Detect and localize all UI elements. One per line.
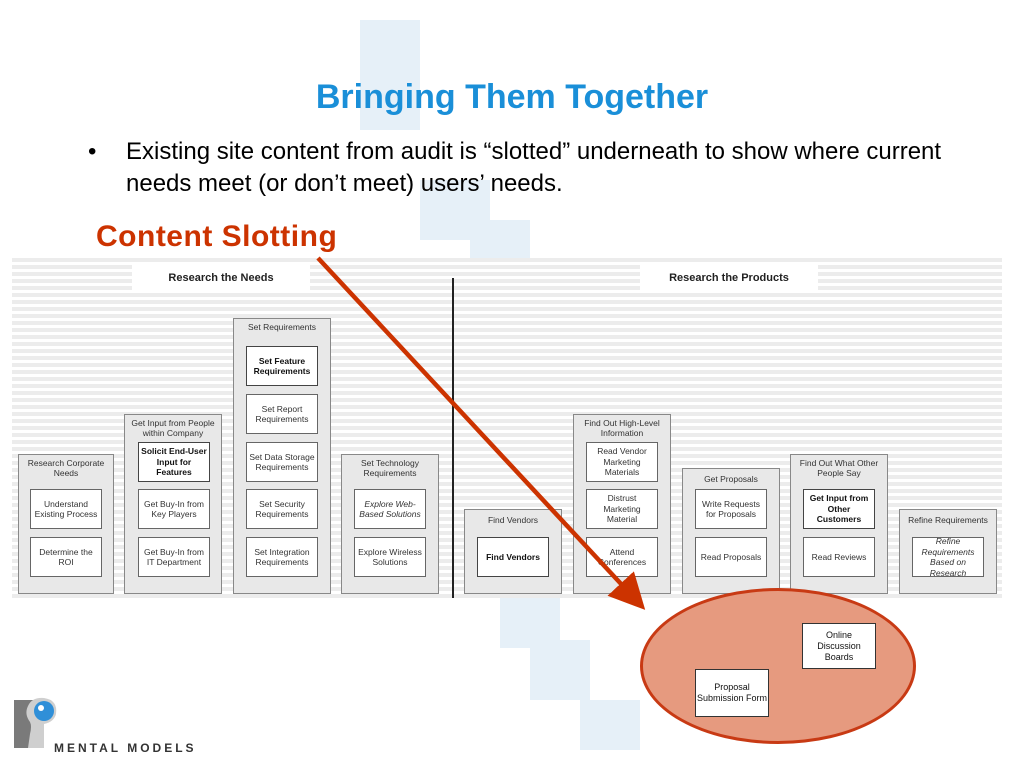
column-label: Research Corporate Needs: [27, 458, 105, 478]
bullet-point: • Existing site content from audit is “s…: [88, 136, 948, 200]
column-label: Find Out What Other People Say: [799, 458, 879, 478]
task-box: Set Integration Requirements: [246, 537, 318, 577]
background-decoration: [500, 598, 560, 648]
background-decoration: [470, 220, 530, 260]
header-research-needs: Research the Needs: [132, 265, 310, 291]
task-box: Read Vendor Marketing Materials: [586, 442, 658, 482]
task-box: Get Buy-In from IT Department: [138, 537, 210, 577]
slide-title: Bringing Them Together: [315, 78, 709, 116]
bullet-text: Existing site content from audit is “slo…: [126, 138, 942, 197]
mental-models-logo-icon: [14, 697, 57, 748]
background-decoration: [360, 20, 420, 130]
column-label: Refine Requirements: [908, 515, 988, 525]
background-decoration: [530, 640, 590, 700]
task-box: Solicit End-User Input for Features: [138, 442, 210, 482]
task-box: Get Input from Other Customers: [803, 489, 875, 529]
column-label: Get Input from People within Company: [131, 418, 215, 438]
task-box: Refine Requirements Based on Research: [912, 536, 984, 578]
content-item-online-discussion-boards: Online Discussion Boards: [802, 623, 876, 669]
task-box: Read Reviews: [803, 537, 875, 577]
task-box: Explore Wireless Solutions: [354, 537, 426, 577]
bullet-symbol: •: [88, 138, 97, 165]
section-title: Content Slotting: [96, 220, 338, 253]
task-box: Write Requests for Proposals: [695, 489, 767, 529]
task-box: Set Data Storage Requirements: [246, 442, 318, 482]
task-box: Read Proposals: [695, 537, 767, 577]
task-box: Find Vendors: [477, 537, 549, 577]
task-box: Set Report Requirements: [246, 394, 318, 434]
task-box: Determine the ROI: [30, 537, 102, 577]
column-label: Find Out High-Level Information: [584, 418, 660, 438]
content-item-proposal-submission-form: Proposal Submission Form: [695, 669, 769, 717]
task-box: Understand Existing Process: [30, 489, 102, 529]
column-label: Set Requirements: [247, 322, 317, 332]
column-label: Get Proposals: [704, 474, 758, 484]
task-box: Explore Web-Based Solutions: [354, 489, 426, 529]
column-label: Set Technology Requirements: [361, 458, 419, 478]
section-divider: [452, 278, 454, 598]
logo-text: MENTAL MODELS: [54, 741, 197, 755]
header-research-products: Research the Products: [640, 265, 818, 291]
task-box: Distrust Marketing Material: [586, 489, 658, 529]
task-box: Get Buy-In from Key Players: [138, 489, 210, 529]
task-box: Set Feature Requirements: [246, 346, 318, 386]
background-decoration: [580, 700, 640, 750]
column-label: Find Vendors: [487, 515, 539, 525]
task-box: Set Security Requirements: [246, 489, 318, 529]
